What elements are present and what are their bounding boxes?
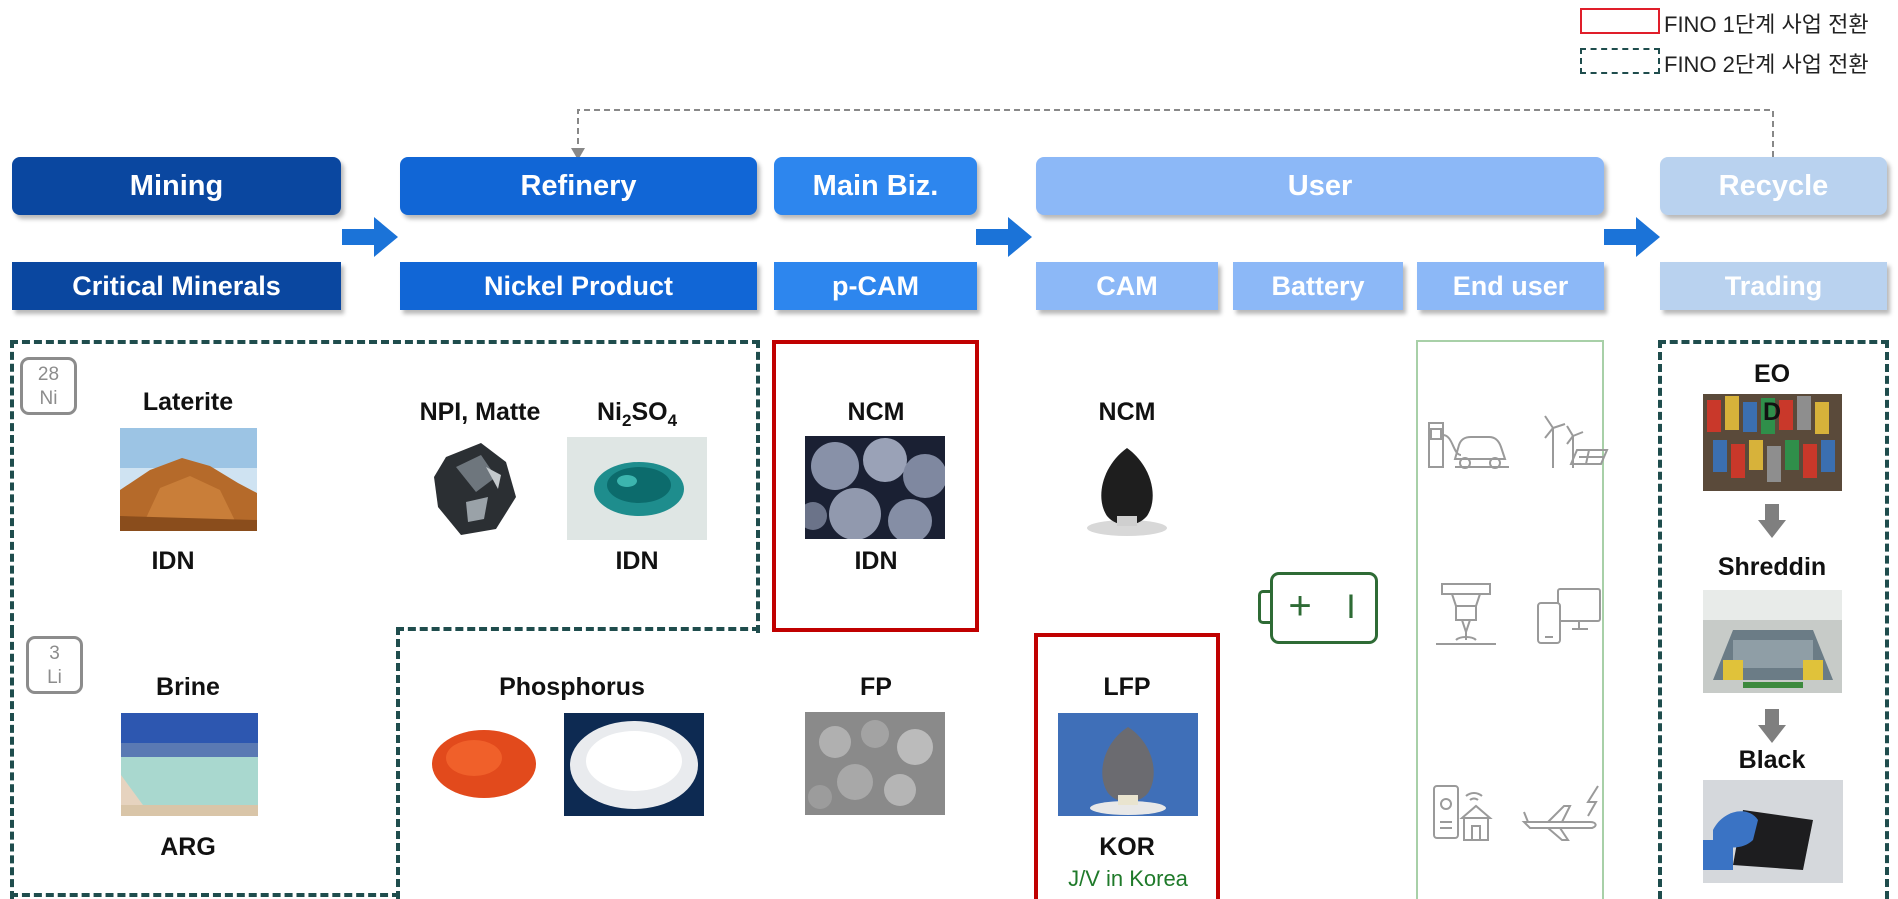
cam-ncm-label: NCM xyxy=(1098,398,1156,426)
flow-arrow-1 xyxy=(342,217,398,257)
down-arrow-1 xyxy=(1758,504,1786,538)
stage-user: User xyxy=(1036,157,1604,215)
ev-charger-icon xyxy=(1428,422,1509,469)
drone-icon xyxy=(1436,583,1496,645)
nickel-element-badge: 28 Ni xyxy=(20,357,77,415)
laterite-origin: IDN xyxy=(151,547,195,575)
legend-phase1-label: FINO 1단계 사업 전환 xyxy=(1664,12,1869,37)
battery-minus-sign: I xyxy=(1346,588,1356,626)
lithium-symbol: Li xyxy=(47,667,62,688)
phase2-region-left-lower xyxy=(10,630,14,899)
flow-arrow-3 xyxy=(1604,217,1660,257)
phase1-box-lfp xyxy=(1034,633,1220,899)
nickel-sulfate-label: Ni2SO4 xyxy=(596,398,678,430)
phase2-region-bottom xyxy=(10,893,400,897)
category-critical-minerals: Critical Minerals xyxy=(12,262,341,310)
recycle-loop-arrow xyxy=(571,109,1774,160)
eod-label-line1: EO xyxy=(1753,360,1791,388)
devices-icon xyxy=(1537,588,1601,644)
legend-green-swatch xyxy=(1580,48,1660,74)
legend-red-swatch xyxy=(1580,8,1660,34)
stage-mining: Mining xyxy=(12,157,341,215)
category-nickel-product: Nickel Product xyxy=(400,262,757,310)
wind-solar-icon xyxy=(1544,415,1609,468)
red-phosphorus-image xyxy=(422,712,547,812)
eod-batteries-image xyxy=(1703,394,1842,491)
legend-phase2-label: FINO 2단계 사업 전환 xyxy=(1664,52,1869,77)
down-arrow-2 xyxy=(1758,709,1786,743)
pcam-ncm-origin: IDN xyxy=(854,547,898,575)
phosphorus-label: Phosphorus xyxy=(499,673,645,701)
lithium-atomic-number: 3 xyxy=(49,643,60,664)
stage-refinery: Refinery xyxy=(400,157,757,215)
shredding-image xyxy=(1703,590,1842,693)
pcam-fp-label: FP xyxy=(860,673,892,701)
shredding-label: Shreddin xyxy=(1717,553,1827,581)
pcam-fp-image xyxy=(805,712,945,815)
nickel-symbol: Ni xyxy=(39,388,58,409)
nickel-sulfate-origin: IDN xyxy=(615,547,659,575)
cam-lfp-origin: KOR xyxy=(1099,833,1155,861)
white-phosphorus-image xyxy=(564,713,704,816)
laterite-label: Laterite xyxy=(142,388,234,416)
category-battery: Battery xyxy=(1233,262,1403,310)
phase2-region-step xyxy=(396,627,760,631)
nickel-sulfate-image xyxy=(567,437,707,540)
airplane-icon xyxy=(1521,785,1599,841)
brine-label: Brine xyxy=(156,673,220,701)
npi-matte-image xyxy=(426,437,526,541)
laterite-image xyxy=(120,428,257,531)
category-pcam: p-CAM xyxy=(774,262,977,310)
black-mass-image xyxy=(1703,780,1843,883)
pcam-ncm-label: NCM xyxy=(847,398,905,426)
stage-main-biz: Main Biz. xyxy=(774,157,977,215)
category-trading: Trading xyxy=(1660,262,1887,310)
battery-plus-sign: + xyxy=(1288,584,1312,628)
cam-lfp-image xyxy=(1058,713,1198,816)
cam-ncm-image xyxy=(1057,436,1197,540)
brine-origin: ARG xyxy=(160,833,216,861)
phase2-region-inner-vertical xyxy=(396,627,400,899)
npi-matte-label: NPI, Matte xyxy=(419,398,541,426)
nickel-atomic-number: 28 xyxy=(37,364,60,385)
jv-korea-note: J/V in Korea xyxy=(1068,866,1188,891)
category-cam: CAM xyxy=(1036,262,1218,310)
battery-icon: + I xyxy=(1258,572,1380,644)
phase2-region-upper xyxy=(10,340,760,633)
end-user-panel xyxy=(1416,340,1604,899)
cam-lfp-label: LFP xyxy=(1103,673,1151,701)
phase1-box-pcam xyxy=(772,340,979,632)
flow-arrow-2 xyxy=(976,217,1032,257)
phase2-region-recycle xyxy=(1658,340,1889,899)
eod-label-line2: D xyxy=(1762,398,1782,426)
pcam-ncm-image xyxy=(805,436,945,539)
smart-home-icon xyxy=(1433,785,1493,841)
lithium-element-badge: 3 Li xyxy=(26,636,83,694)
stage-recycle: Recycle xyxy=(1660,157,1887,215)
category-end-user: End user xyxy=(1417,262,1604,310)
black-mass-label: Black xyxy=(1738,746,1806,774)
brine-image xyxy=(121,713,258,816)
